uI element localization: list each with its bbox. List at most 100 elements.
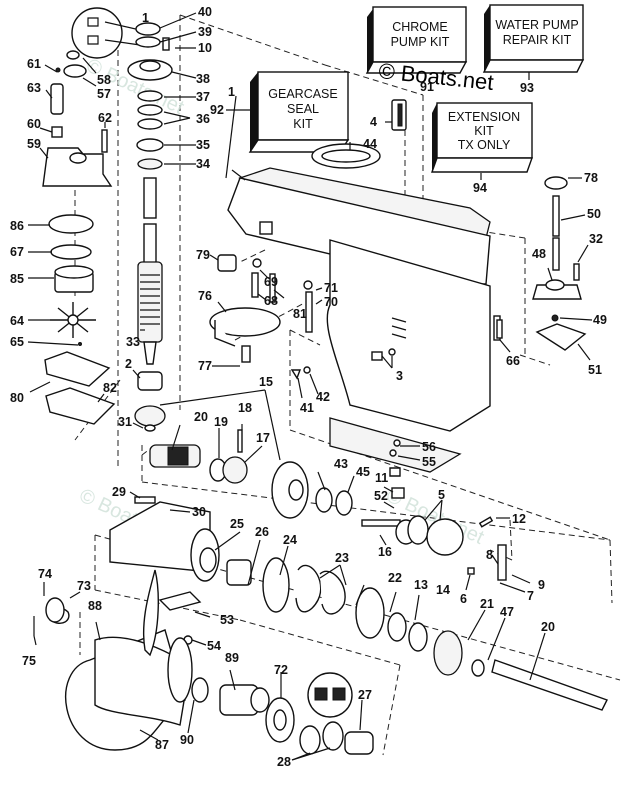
- water-pump-parts: [42, 50, 116, 425]
- callout-38: 38: [196, 72, 210, 86]
- kit-label-line: CHROME: [392, 20, 448, 34]
- callout-65: 65: [10, 335, 24, 349]
- kit-water-pump-repair[interactable]: WATER PUMP REPAIR KIT: [482, 4, 585, 73]
- callout-3: 3: [396, 369, 403, 383]
- callout-31: 31: [118, 415, 132, 429]
- callout-82: 82: [103, 381, 117, 395]
- callout-48: 48: [532, 247, 546, 261]
- callout-45: 45: [356, 465, 370, 479]
- kit-label-line: PUMP KIT: [391, 35, 450, 49]
- callout-7: 7: [527, 589, 534, 603]
- kit-label-line: REPAIR KIT: [503, 33, 572, 47]
- kit-gearcase-seal[interactable]: GEARCASE SEAL KIT: [248, 71, 350, 153]
- callout-71: 71: [324, 281, 338, 295]
- driveshaft-stack: [127, 22, 173, 432]
- callout-1-top: 1: [142, 11, 149, 25]
- callout-13: 13: [414, 578, 428, 592]
- callout-52: 52: [374, 489, 388, 503]
- callout-78: 78: [584, 171, 598, 185]
- callout-6: 6: [460, 592, 467, 606]
- callout-23: 23: [335, 551, 349, 565]
- alignment-lines: [74, 14, 621, 756]
- seal-detail-inset: [71, 7, 141, 59]
- callout-32: 32: [589, 232, 603, 246]
- callout-41: 41: [300, 401, 314, 415]
- callout-26: 26: [255, 525, 269, 539]
- callout-58: 58: [97, 73, 111, 87]
- callout-27: 27: [358, 688, 372, 702]
- callout-4: 4: [370, 115, 377, 129]
- callout-91: 91: [420, 80, 434, 94]
- callout-34: 34: [196, 157, 210, 171]
- callout-40: 40: [198, 5, 212, 19]
- callout-9: 9: [538, 578, 545, 592]
- callout-77: 77: [198, 359, 212, 373]
- kit-label-line: EXTENSION: [448, 110, 520, 124]
- kit-label-line: KIT: [474, 124, 494, 138]
- callout-56: 56: [422, 440, 436, 454]
- gearcase-housing: [227, 99, 491, 473]
- watermark: © Boats.net: [377, 58, 494, 95]
- callout-5: 5: [438, 488, 445, 502]
- callout-1: 1: [228, 85, 235, 99]
- bearing-housing-parts: [109, 496, 608, 711]
- callout-70: 70: [324, 295, 338, 309]
- gear-components: [149, 429, 507, 581]
- callout-49: 49: [593, 313, 607, 327]
- callout-94: 94: [473, 181, 487, 195]
- callout-66: 66: [506, 354, 520, 368]
- kit-label-line: TX ONLY: [458, 138, 511, 152]
- callout-30: 30: [192, 505, 206, 519]
- callout-15: 15: [259, 375, 273, 389]
- callout-59: 59: [27, 137, 41, 151]
- callout-37: 37: [196, 90, 210, 104]
- callout-20: 20: [541, 620, 555, 634]
- callout-2: 2: [125, 357, 132, 371]
- callout-67: 67: [10, 245, 24, 259]
- callout-60: 60: [27, 117, 41, 131]
- callout-86: 86: [10, 219, 24, 233]
- callout-16: 16: [378, 545, 392, 559]
- callout-43: 43: [334, 457, 348, 471]
- callout-73: 73: [77, 579, 91, 593]
- callout-69: 69: [264, 275, 278, 289]
- kit-extension[interactable]: EXTENSION KIT TX ONLY: [431, 102, 533, 173]
- callout-64: 64: [10, 314, 24, 328]
- propeller-parts: [33, 569, 374, 755]
- callout-89: 89: [225, 651, 239, 665]
- callout-11: 11: [375, 471, 388, 485]
- kit-label-line: GEARCASE: [268, 87, 337, 101]
- callout-88: 88: [88, 599, 102, 613]
- callout-20-pinion: 20: [194, 410, 208, 424]
- callout-33: 33: [126, 335, 140, 349]
- callout-14: 14: [436, 583, 450, 597]
- callout-29: 29: [112, 485, 126, 499]
- callout-22: 22: [388, 571, 402, 585]
- callout-87: 87: [155, 738, 169, 752]
- callout-68: 68: [264, 294, 278, 308]
- callout-36: 36: [196, 112, 210, 126]
- callout-28: 28: [277, 755, 291, 769]
- callout-10: 10: [198, 41, 212, 55]
- callout-24: 24: [283, 533, 297, 547]
- shift-rod-parts: [496, 176, 587, 351]
- kit-label-line: SEAL: [287, 102, 319, 116]
- callouts: 40 39 10 1 38 37 36 35 34 61 58 57 63 62…: [10, 5, 607, 769]
- callout-81: 81: [293, 307, 307, 321]
- callout-42: 42: [316, 390, 330, 404]
- callout-92: 92: [210, 103, 224, 117]
- callout-85: 85: [10, 272, 24, 286]
- callout-79: 79: [196, 248, 210, 262]
- callout-74: 74: [38, 567, 52, 581]
- callout-35: 35: [196, 138, 210, 152]
- callout-12: 12: [512, 512, 526, 526]
- kit-chrome-pump[interactable]: CHROME PUMP KIT: [365, 6, 468, 74]
- callout-57: 57: [97, 87, 111, 101]
- callout-8: 8: [486, 548, 493, 562]
- callout-61: 61: [27, 57, 41, 71]
- callout-54: 54: [207, 639, 221, 653]
- callout-62: 62: [98, 111, 112, 125]
- callout-51: 51: [588, 363, 602, 377]
- callout-21: 21: [480, 597, 494, 611]
